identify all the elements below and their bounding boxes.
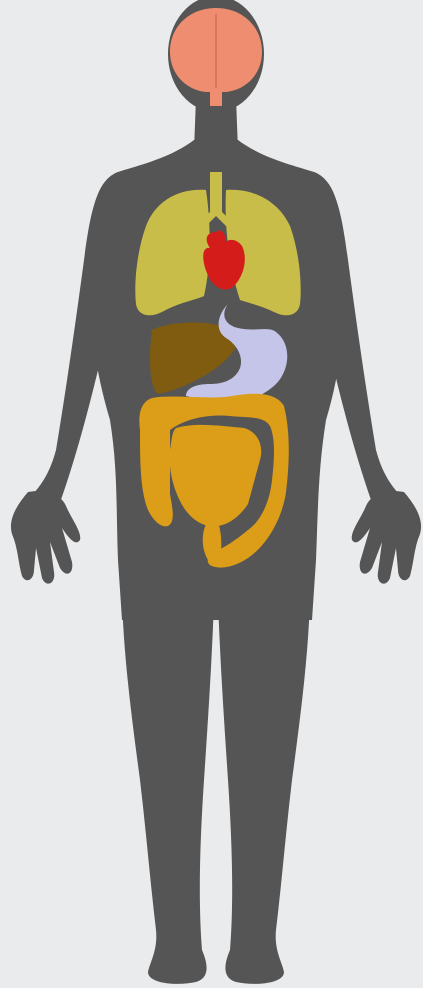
anatomy-diagram <box>0 0 423 988</box>
